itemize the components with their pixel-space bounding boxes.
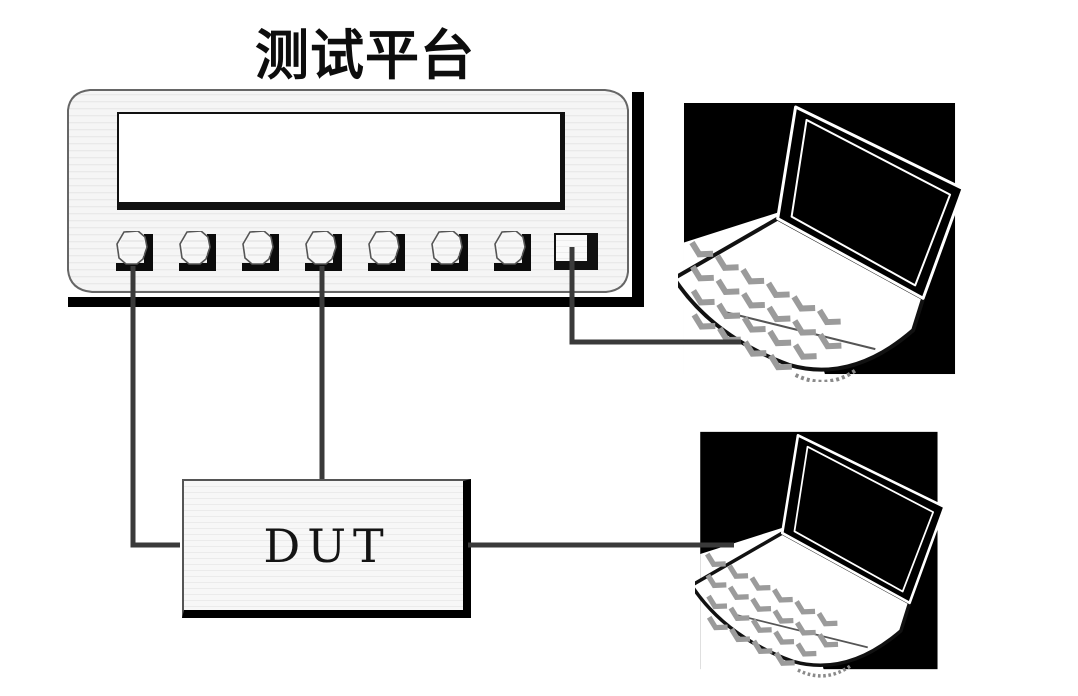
dut-label: DUT — [263, 518, 391, 573]
chassis-bottom-shadow — [68, 297, 644, 307]
instrument-display-screen — [117, 112, 565, 210]
chassis-right-shadow — [632, 92, 644, 306]
wire-port-to-laptop-top — [569, 247, 741, 345]
port-button — [554, 233, 598, 270]
dut-box: DUT — [182, 479, 471, 618]
diagram-title: 测试平台 — [255, 23, 475, 87]
wire-knob1-to-dut — [130, 266, 180, 548]
